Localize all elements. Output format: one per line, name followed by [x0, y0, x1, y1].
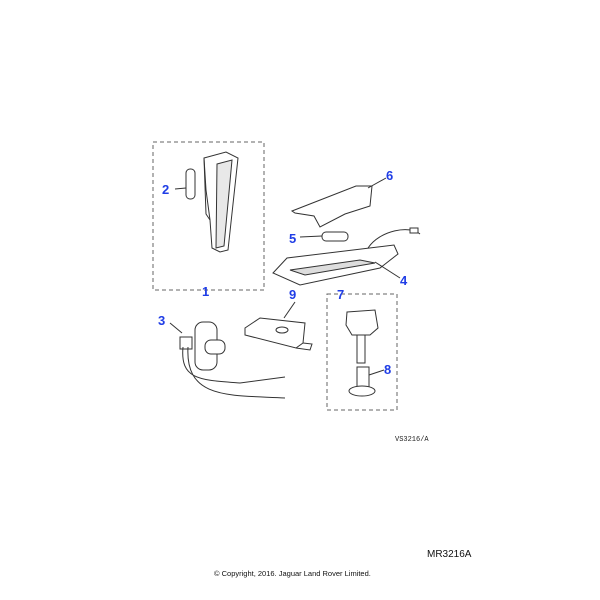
drawing-reference: VS3216/A — [395, 436, 429, 444]
illustration-code: MR3216A — [427, 549, 472, 560]
callout-9[interactable]: 9 — [289, 287, 297, 302]
bulb-festoon — [174, 168, 196, 200]
group-7-box — [326, 293, 398, 411]
door-switch — [169, 321, 286, 399]
lamp-cover — [290, 177, 387, 228]
callout-2[interactable]: 2 — [162, 182, 170, 197]
bracket — [244, 301, 313, 351]
lamp-switch-assembly — [345, 309, 385, 397]
callout-3[interactable]: 3 — [158, 313, 166, 328]
callout-5[interactable]: 5 — [289, 231, 297, 246]
callout-4[interactable]: 4 — [400, 273, 408, 288]
number-plate-lamp — [272, 227, 421, 286]
group-1-box — [152, 141, 265, 291]
bulb-5 — [299, 231, 349, 242]
side-lamp-assembly — [203, 151, 239, 253]
callout-7[interactable]: 7 — [337, 287, 345, 302]
copyright-notice: © Copyright, 2016. Jaguar Land Rover Lim… — [214, 569, 371, 578]
callout-6[interactable]: 6 — [386, 168, 394, 183]
callout-8[interactable]: 8 — [384, 362, 392, 377]
callout-1[interactable]: 1 — [202, 284, 210, 299]
